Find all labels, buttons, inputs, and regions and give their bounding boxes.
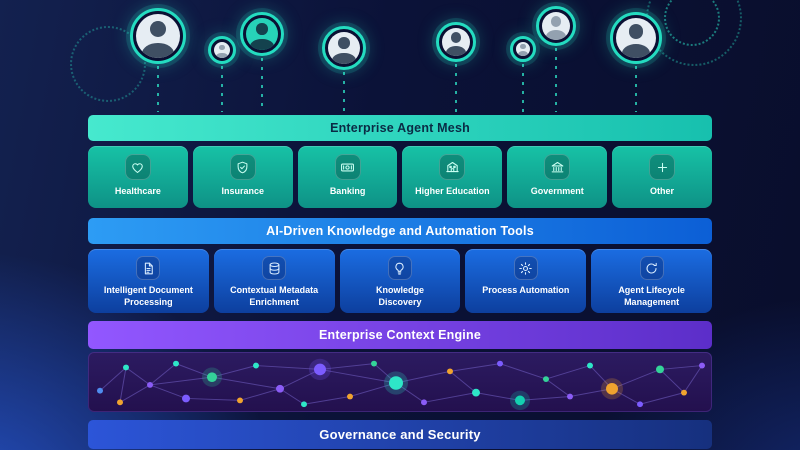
tools-title: AI-Driven Knowledge and Automation Tools — [266, 224, 534, 238]
context-network-graph — [88, 352, 712, 412]
sector-card-government: Government — [507, 146, 608, 208]
tools-layer-header: AI-Driven Knowledge and Automation Tools — [88, 218, 712, 244]
governance-title: Governance and Security — [319, 427, 481, 442]
connector-line — [343, 72, 345, 112]
tool-cards-row: Intelligent Document Processing Contextu… — [88, 249, 712, 313]
dotted-ring-decoration — [664, 0, 720, 46]
dotted-ring-decoration — [70, 26, 146, 102]
sector-card-insurance: Insurance — [192, 146, 293, 208]
sector-label: Healthcare — [114, 186, 161, 196]
tool-card-process-automation: Process Automation — [465, 249, 587, 313]
campus-building-icon — [439, 154, 466, 180]
architecture-stack: Enterprise Agent Mesh Healthcare Insuran… — [88, 115, 712, 449]
connector-line — [261, 58, 263, 112]
sector-label: Banking — [329, 186, 366, 196]
context-engine-title: Enterprise Context Engine — [319, 328, 481, 342]
sector-card-higher-education: Higher Education — [402, 146, 503, 208]
sector-card-healthcare: Healthcare — [88, 146, 188, 208]
tool-label: Intelligent Document Processing — [103, 285, 193, 307]
user-avatar — [208, 36, 236, 64]
context-engine-layer-header: Enterprise Context Engine — [88, 321, 712, 349]
tool-label: Agent Lifecycle Management — [618, 285, 685, 307]
network-graph-svg — [97, 358, 705, 411]
tool-card-contextual-metadata-enrichment: Contextual Metadata Enrichment — [213, 249, 335, 313]
connector-line — [555, 48, 557, 112]
plus-icon — [649, 154, 676, 180]
database-icon — [262, 256, 287, 280]
tool-label: Knowledge Discovery — [375, 285, 424, 307]
sector-label: Other — [650, 186, 675, 196]
connector-line — [635, 66, 637, 112]
user-avatar — [536, 6, 576, 46]
connector-line — [522, 64, 524, 112]
tool-card-agent-lifecycle-management: Agent Lifecycle Management — [591, 249, 712, 313]
document-icon — [136, 256, 161, 280]
user-avatar — [510, 36, 536, 62]
gear-icon — [513, 256, 538, 280]
banknote-icon — [334, 154, 361, 180]
sector-label: Government — [530, 186, 584, 196]
user-avatar — [322, 26, 366, 70]
connector-line — [455, 64, 457, 112]
governance-layer-header: Governance and Security — [88, 420, 712, 449]
user-avatar — [240, 12, 284, 56]
government-building-icon — [544, 154, 571, 180]
agent-mesh-title: Enterprise Agent Mesh — [330, 121, 470, 135]
sector-label: Higher Education — [415, 186, 490, 196]
lifecycle-refresh-icon — [639, 256, 664, 280]
sector-card-banking: Banking — [297, 146, 398, 208]
sector-label: Insurance — [221, 186, 264, 196]
tool-label: Contextual Metadata Enrichment — [230, 285, 319, 307]
heart-icon — [124, 154, 151, 180]
connector-line — [221, 66, 223, 112]
sector-cards-row: Healthcare Insurance Banking Higher Educ… — [88, 146, 712, 208]
connector-line — [157, 66, 159, 112]
tool-label: Process Automation — [482, 285, 570, 295]
tool-card-intelligent-document-processing: Intelligent Document Processing — [88, 249, 209, 313]
user-avatar — [436, 22, 476, 62]
shield-check-icon — [229, 154, 256, 180]
lightbulb-icon — [387, 256, 412, 280]
user-avatar — [130, 8, 186, 64]
user-avatar — [610, 12, 662, 64]
tool-card-knowledge-discovery: Knowledge Discovery — [339, 249, 461, 313]
sector-card-other: Other — [612, 146, 712, 208]
agent-mesh-layer-header: Enterprise Agent Mesh — [88, 115, 712, 141]
